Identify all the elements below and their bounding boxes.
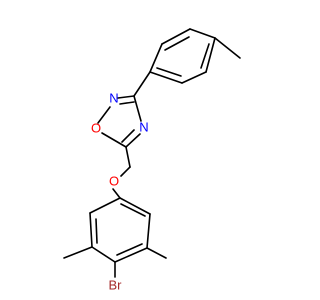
bond (63, 246, 93, 259)
bond (89, 212, 93, 248)
bond (156, 67, 182, 77)
atom-label-nitrogen: N (109, 91, 118, 106)
bond (205, 37, 216, 73)
bond (164, 36, 190, 51)
bond (125, 133, 141, 148)
bond (133, 71, 151, 97)
bond (119, 101, 135, 105)
bond (200, 43, 210, 69)
bond (89, 197, 121, 214)
bond (117, 95, 135, 99)
bond (133, 95, 142, 122)
bond (189, 28, 216, 39)
bond (112, 188, 121, 199)
bond (119, 197, 151, 215)
bond (149, 43, 163, 73)
bond (114, 247, 148, 263)
bonds (63, 28, 241, 278)
bond (146, 247, 167, 259)
bond (161, 28, 191, 45)
bond (101, 132, 127, 148)
bond (146, 213, 151, 249)
bond (97, 106, 111, 124)
bond (95, 218, 98, 244)
bond (116, 243, 143, 256)
bond (214, 37, 241, 59)
atom-label-nitrogen: N (139, 120, 148, 135)
atom-label-bromine: Br (109, 278, 123, 293)
molecule-diagram: N N O O Br (63, 28, 241, 293)
bond (120, 166, 131, 177)
bond (149, 71, 183, 84)
bond (121, 129, 135, 143)
bond (120, 203, 146, 217)
bond (125, 146, 131, 168)
bond (181, 71, 207, 84)
bond (91, 246, 116, 263)
atom-label-oxygen: O (109, 174, 119, 189)
atom-labels: N N O O Br (91, 91, 149, 293)
atom-label-oxygen: O (91, 121, 101, 136)
